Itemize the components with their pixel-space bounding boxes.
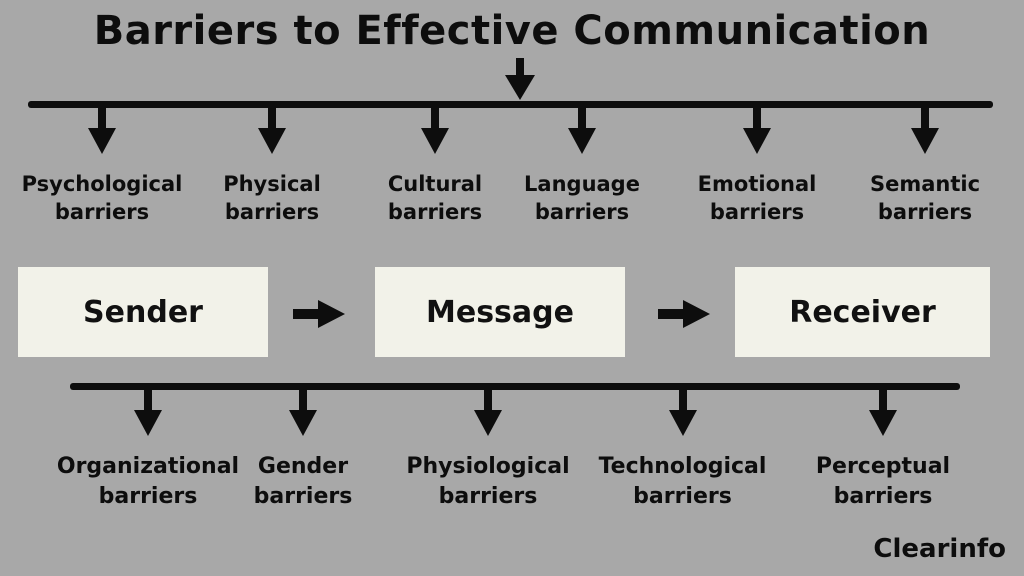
page-title: Barriers to Effective Communication bbox=[93, 8, 931, 54]
barrier-label: Organizational barriers bbox=[56, 454, 240, 509]
bottom-connector-line bbox=[70, 383, 960, 390]
barrier-item: Organizational barriers bbox=[43, 390, 253, 511]
top-connector-line bbox=[28, 101, 993, 108]
barrier-item: Emotional barriers bbox=[682, 108, 832, 227]
receiver-label: Receiver bbox=[789, 294, 936, 330]
brand-logo-text: Clearinfo bbox=[873, 534, 1006, 564]
barrier-label: Gender barriers bbox=[253, 454, 353, 509]
barrier-label: Emotional barriers bbox=[697, 172, 817, 225]
barrier-item: Semantic barriers bbox=[850, 108, 1000, 227]
barrier-label: Cultural barriers bbox=[387, 172, 483, 225]
right-arrow-icon bbox=[658, 296, 710, 332]
barrier-label: Language barriers bbox=[524, 172, 640, 225]
receiver-box: Receiver bbox=[735, 267, 990, 357]
down-arrow-icon bbox=[567, 108, 597, 154]
sender-box: Sender bbox=[18, 267, 268, 357]
right-arrow-icon bbox=[293, 296, 345, 332]
down-arrow-icon bbox=[742, 108, 772, 154]
barrier-item: Physical barriers bbox=[202, 108, 342, 227]
down-arrow-icon bbox=[87, 108, 117, 154]
down-arrow-icon bbox=[473, 390, 503, 436]
down-arrow-icon bbox=[133, 390, 163, 436]
sender-label: Sender bbox=[83, 294, 203, 330]
barrier-label: Psychological barriers bbox=[21, 172, 183, 225]
barrier-label: Physical barriers bbox=[223, 172, 321, 225]
barrier-item: Psychological barriers bbox=[14, 108, 190, 227]
down-arrow-icon bbox=[288, 390, 318, 436]
down-arrow-icon bbox=[420, 108, 450, 154]
down-arrow-icon bbox=[868, 390, 898, 436]
barrier-item: Technological barriers bbox=[590, 390, 775, 511]
barrier-label: Physiological barriers bbox=[406, 454, 570, 509]
barrier-item: Gender barriers bbox=[238, 390, 368, 511]
barrier-item: Cultural barriers bbox=[365, 108, 505, 227]
down-arrow-icon bbox=[257, 108, 287, 154]
message-box: Message bbox=[375, 267, 625, 357]
barrier-label: Semantic barriers bbox=[869, 172, 981, 225]
message-label: Message bbox=[426, 294, 574, 330]
barrier-item: Perceptual barriers bbox=[808, 390, 958, 511]
down-arrow-icon bbox=[910, 108, 940, 154]
barrier-label: Technological barriers bbox=[598, 454, 767, 509]
barrier-item: Physiological barriers bbox=[398, 390, 578, 511]
barrier-item: Language barriers bbox=[507, 108, 657, 227]
down-arrow-icon bbox=[668, 390, 698, 436]
barrier-label: Perceptual barriers bbox=[815, 454, 951, 509]
down-arrow-icon bbox=[503, 58, 537, 100]
